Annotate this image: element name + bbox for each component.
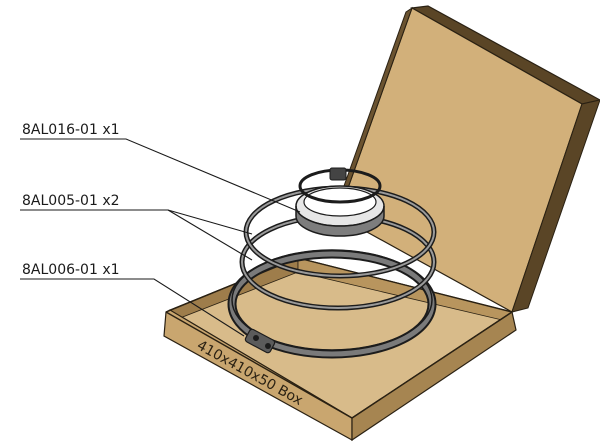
box-lid-right-edge [511, 99, 600, 313]
box-lid [333, 5, 600, 313]
clamp-lug-small [329, 167, 347, 181]
callout-8al016: 8AL016-01 x1 [22, 122, 120, 138]
callout-8al005: 8AL005-01 x2 [22, 193, 120, 209]
callout-8al006: 8AL006-01 x1 [22, 262, 120, 278]
ring-8al006-large [227, 249, 437, 359]
leader-lines [20, 138, 301, 337]
leader-8al016 [20, 138, 301, 213]
leader-8al005-b [167, 209, 253, 261]
leader-8al006 [20, 278, 245, 337]
box-lid-inner-face [337, 7, 583, 313]
leader-8al005 [20, 209, 253, 235]
ring-8al016-small [295, 167, 385, 237]
